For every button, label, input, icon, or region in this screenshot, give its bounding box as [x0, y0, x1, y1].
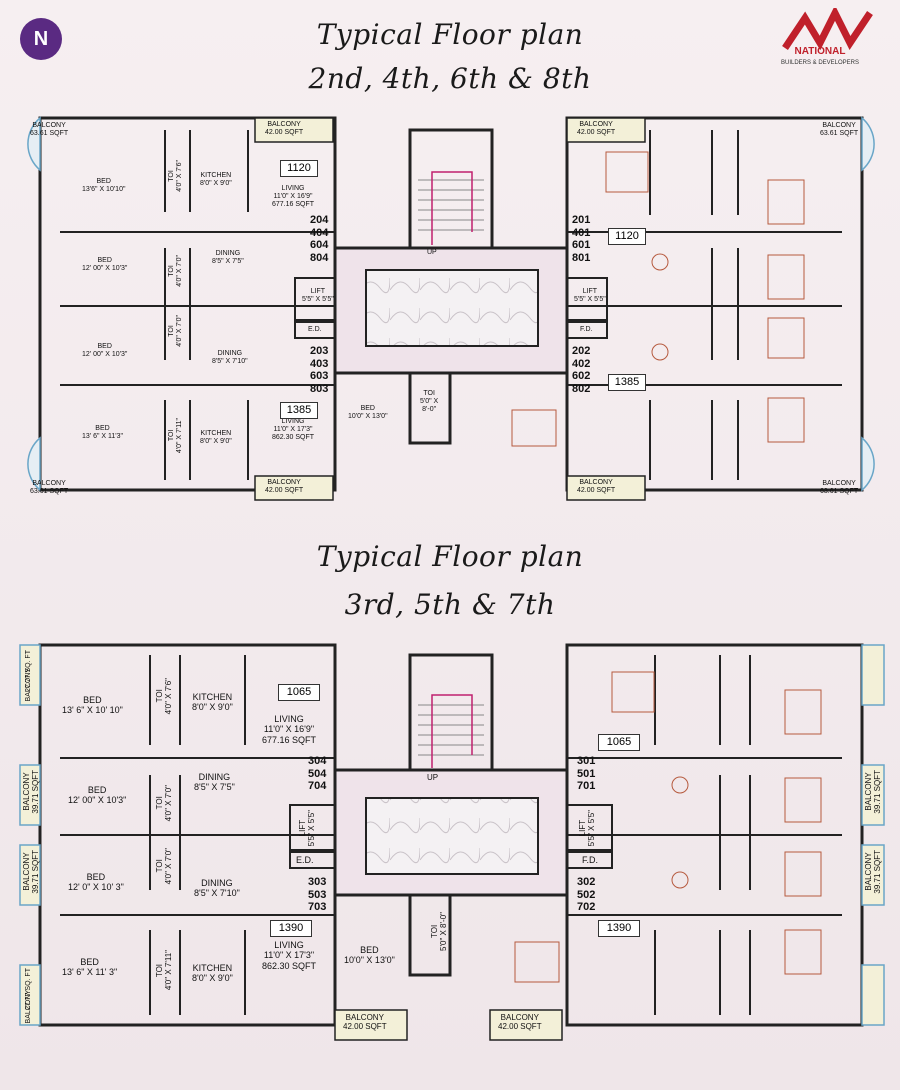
- lift-label: LIFT 5'5" X 5'5": [574, 288, 606, 304]
- flat-numbers: 302 502 702: [577, 876, 596, 914]
- plan2-subtitle: 3rd, 5th & 7th: [344, 588, 556, 621]
- room-bed: BED 13' 6" X 11' 3": [62, 957, 118, 978]
- balcony-label: BALCONY 42.00 SQFT: [498, 1013, 542, 1032]
- room-dining: DINING 8'5" X 7'5": [212, 250, 244, 266]
- room-living: LIVING 11'0" X 17'3" 862.30 SQFT: [272, 418, 315, 442]
- balcony-label: BALCONY 42.00 SQFT: [343, 1013, 387, 1032]
- balcony-label: BALCONY 39.71 SQFT: [864, 850, 883, 894]
- flat-area-badge: 1120: [608, 228, 646, 245]
- room-kitchen: KITCHEN 8'0" X 9'0": [200, 430, 232, 446]
- room-bed: BED 12' 00" X 10'3": [82, 343, 128, 359]
- plan-upper: [27, 116, 875, 501]
- room-bed: BED 10'0" X 13'0": [344, 945, 395, 966]
- room-bed: BED 12' 00" X 10'3": [68, 785, 127, 806]
- room-bed: BED 12' 00" X 10'3": [82, 257, 128, 273]
- room-kitchen: KITCHEN 8'0" X 9'0": [192, 692, 233, 713]
- flat-area-badge: 1065: [598, 734, 640, 751]
- room-toilet: TOI 4'0" X 7'0": [168, 255, 184, 287]
- room-toilet: TOI 5'0" X 8'-0": [430, 912, 449, 951]
- flat-numbers: 204 404 604 804: [310, 214, 329, 264]
- room-bed: BED 13'6" X 10'10": [82, 178, 126, 194]
- room-kitchen: KITCHEN 8'0" X 9'0": [192, 963, 233, 984]
- north-indicator-icon: N: [20, 18, 62, 60]
- flat-area-badge: 1065: [278, 684, 320, 701]
- balcony-label: BALCONY 42.00 SQFT: [265, 479, 304, 495]
- room-dining: DINING 8'5" X 7'5": [194, 772, 235, 793]
- balcony-label: BALCONY: [25, 668, 32, 702]
- room-bed: BED 12' 0" X 10' 3": [68, 872, 124, 893]
- lift-label: LIFT 5'5" X 5'5": [298, 810, 317, 847]
- plan1-subtitle: 2nd, 4th, 6th & 8th: [308, 62, 592, 95]
- balcony-label: BALCONY 42.00 SQFT: [265, 121, 304, 137]
- plan-lower: [19, 643, 885, 1041]
- flat-area-badge: 1385: [280, 402, 318, 419]
- room-dining: DINING 8'5" X 7'10": [194, 878, 240, 899]
- flat-numbers: 203 403 603 803: [310, 345, 329, 395]
- balcony-label: BALCONY 39.71 SQFT: [22, 850, 41, 894]
- lift-label: LIFT 5'5" X 5'5": [578, 810, 597, 847]
- room-toilet: TOI 4'0" X 7'0": [168, 315, 184, 347]
- plan2-title: Typical Floor plan: [316, 540, 584, 573]
- stair-up-label: UP: [427, 773, 439, 782]
- flat-area-badge: 1390: [270, 920, 312, 937]
- flat-area-badge: 1390: [598, 920, 640, 937]
- balcony-label: BALCONY 39.71 SQFT: [864, 770, 883, 814]
- room-living: LIVING 11'0" X 17'3" 862.30 SQFT: [262, 940, 317, 971]
- room-toilet: TOI 4'0" X 7'0": [155, 848, 174, 885]
- flat-numbers: 303 503 703: [308, 876, 327, 914]
- balcony-label: BALCONY: [25, 990, 32, 1024]
- electric-duct-label: E.D.: [308, 326, 322, 333]
- room-bed: BED 10'0" X 13'0": [348, 405, 388, 421]
- brand-name: NATIONAL: [794, 46, 846, 57]
- flat-numbers: 202 402 602 802: [572, 345, 591, 395]
- balcony-label: BALCONY 42.00 SQFT: [577, 121, 616, 137]
- brand-subtitle: BUILDERS & DEVELOPERS: [780, 60, 860, 66]
- flat-area-badge: 1385: [608, 374, 646, 391]
- room-toilet: TOI 4'0" X 7'6": [155, 678, 174, 715]
- room-kitchen: KITCHEN 8'0" X 9'0": [200, 172, 232, 188]
- room-living: LIVING 11'0" X 16'9" 677.16 SQFT: [272, 185, 315, 209]
- fire-duct-label: F.D.: [582, 855, 599, 865]
- balcony-label: BALCONY 63.61 SQFT: [30, 122, 69, 138]
- room-bed: BED 13' 6" X 10' 10": [62, 695, 123, 716]
- flat-area-badge: 1120: [280, 160, 318, 177]
- room-toilet: TOI 4'0" X 7'11": [155, 950, 174, 991]
- room-toilet: TOI 4'0" X 7'6": [168, 160, 184, 192]
- room-bed: BED 13' 6" X 11'3": [82, 425, 123, 441]
- room-living: LIVING 11'0" X 16'9" 677.16 SQFT: [262, 714, 317, 745]
- room-toilet: TOI 5'0" X 8'-0": [420, 390, 439, 414]
- plan1-title: Typical Floor plan: [316, 18, 584, 51]
- flat-numbers: 201 401 601 801: [572, 214, 591, 264]
- balcony-label: BALCONY 63.61 SQFT: [30, 480, 69, 496]
- room-toilet: TOI 4'0" X 7'11": [168, 418, 184, 454]
- lift-label: LIFT 5'5" X 5'5": [302, 288, 334, 304]
- balcony-label: BALCONY 39.71 SQFT: [22, 770, 41, 814]
- room-toilet: TOI 4'0" X 7'0": [155, 785, 174, 822]
- stair-up-label: UP: [427, 249, 437, 256]
- balcony-label: BALCONY 42.00 SQFT: [577, 479, 616, 495]
- balcony-label: BALCONY 63.61 SQFT: [820, 480, 859, 496]
- fire-duct-label: F.D.: [580, 326, 593, 333]
- electric-duct-label: E.D.: [296, 855, 314, 865]
- room-dining: DINING 8'5" X 7'10": [212, 350, 248, 366]
- brand-logo-icon: [782, 8, 873, 51]
- flat-numbers: 304 504 704: [308, 755, 327, 793]
- balcony-label: BALCONY 63.61 SQFT: [820, 122, 859, 138]
- flat-numbers: 301 501 701: [577, 755, 596, 793]
